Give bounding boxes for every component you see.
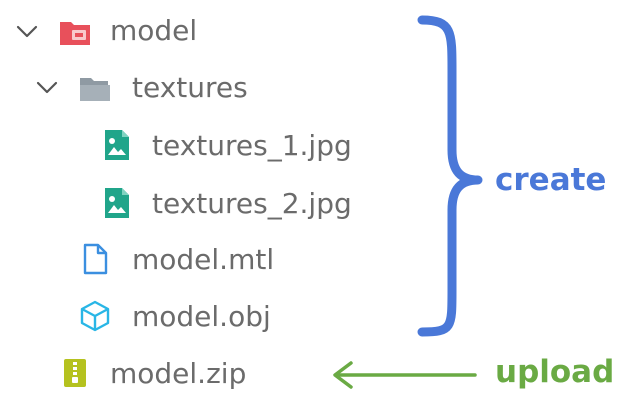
arrow-left-icon bbox=[333, 361, 477, 389]
curly-brace-icon bbox=[417, 15, 483, 337]
image-file-icon bbox=[105, 188, 129, 218]
file-icon bbox=[83, 243, 108, 275]
chevron-down-icon[interactable] bbox=[34, 75, 60, 101]
tree-label-mtl: model.mtl bbox=[132, 243, 275, 276]
image-file-icon bbox=[105, 130, 129, 160]
tree-label-obj: model.obj bbox=[132, 300, 271, 333]
upload-label: upload bbox=[495, 354, 615, 390]
cube-icon bbox=[80, 300, 110, 332]
tree-label-texture-1: textures_1.jpg bbox=[152, 129, 352, 162]
tree-label-textures: textures bbox=[132, 71, 248, 104]
folder-icon bbox=[60, 22, 90, 45]
tree-label-texture-2: textures_2.jpg bbox=[152, 187, 352, 220]
zip-file-icon bbox=[64, 359, 86, 387]
chevron-down-icon[interactable] bbox=[14, 19, 40, 45]
folder-open-icon bbox=[80, 78, 110, 101]
tree-label-zip: model.zip bbox=[110, 357, 247, 390]
tree-label-model: model bbox=[110, 14, 198, 47]
create-label: create bbox=[495, 162, 607, 198]
